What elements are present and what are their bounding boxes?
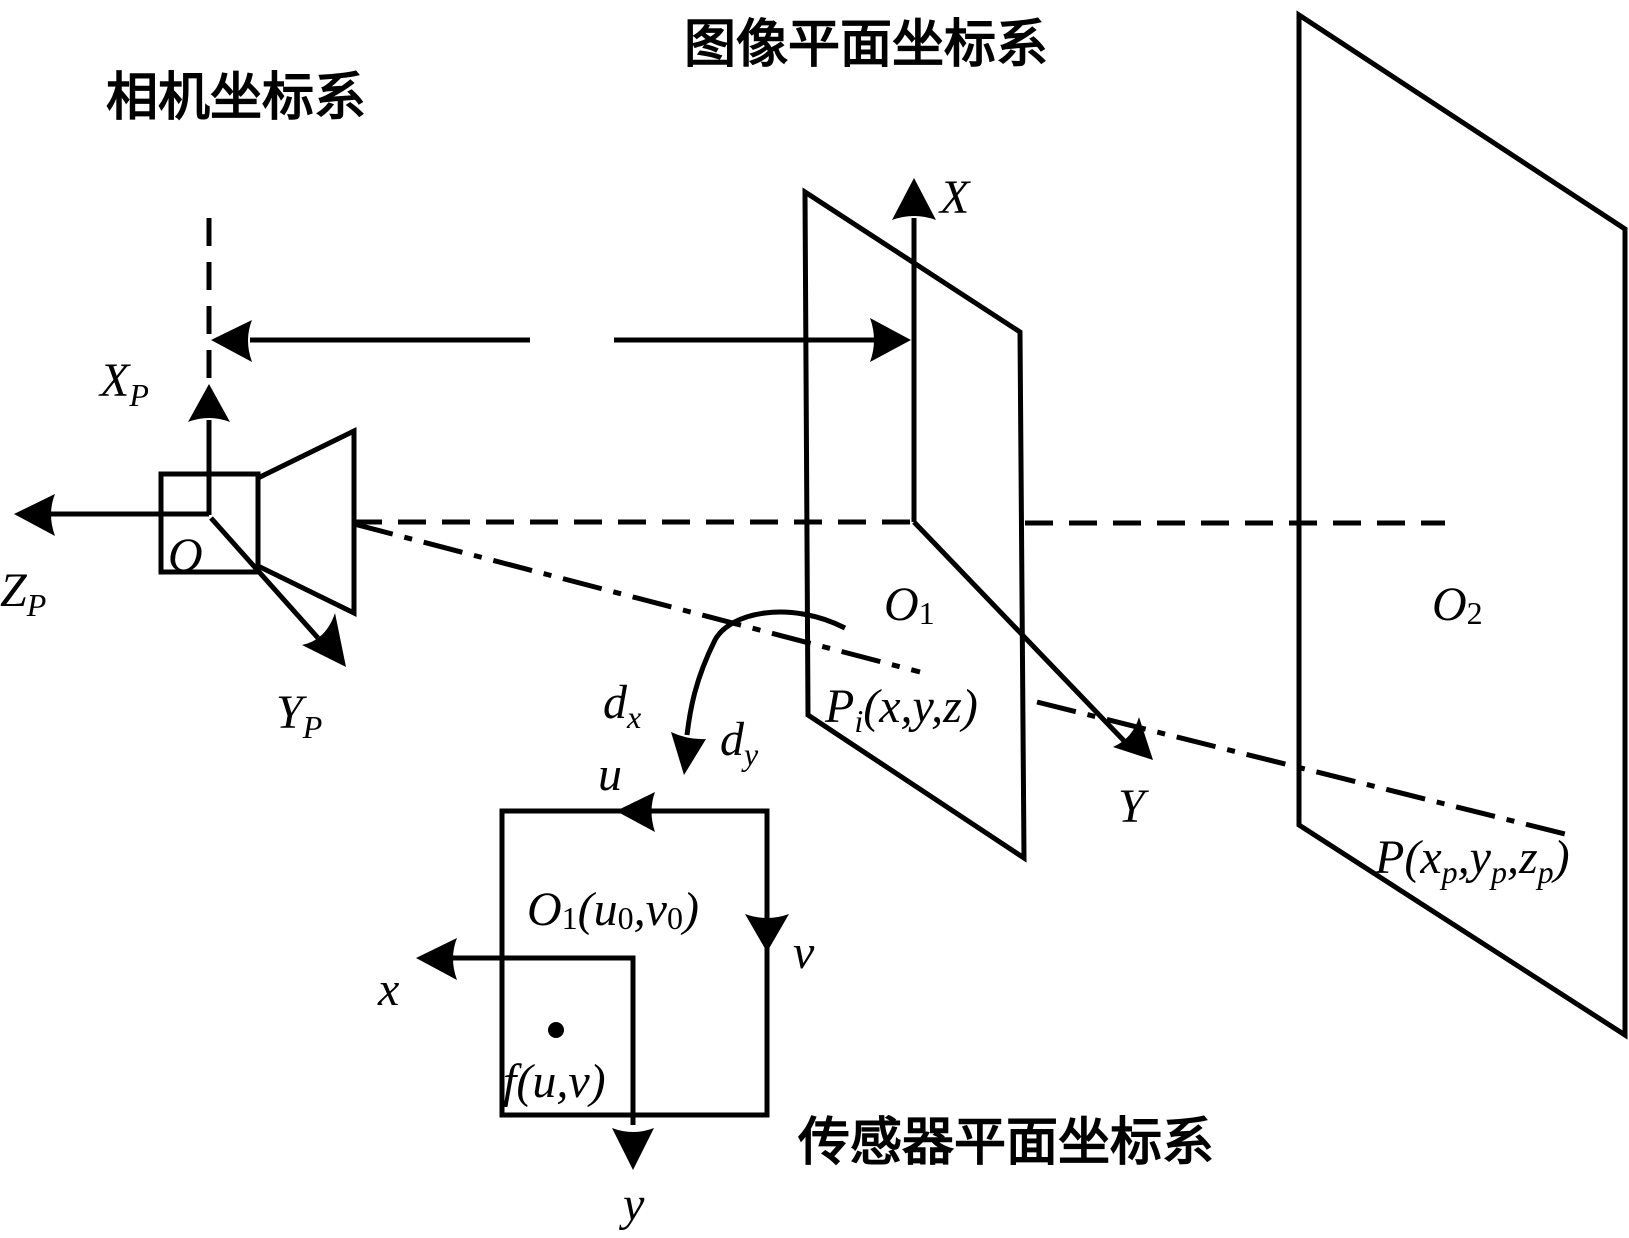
image-plane-origin-label: O1 xyxy=(884,578,935,631)
camera-lens xyxy=(255,426,357,618)
sensor-y-arrowhead-icon xyxy=(612,1128,654,1170)
camera-z-arrowhead-icon xyxy=(14,494,55,536)
camera-origin-label: O xyxy=(168,529,203,582)
sensor-u-axis-label: u xyxy=(598,748,622,801)
camera-icon xyxy=(158,426,357,618)
image-plane-x-axis xyxy=(892,178,936,522)
camera-y-axis xyxy=(209,516,346,667)
sensor-x-arrowhead-icon xyxy=(416,938,457,980)
image-point-label: Pi(x,y,z) xyxy=(824,680,978,739)
camera-x-axis xyxy=(188,384,230,515)
camera-coordinate-system-title: 相机坐标系 xyxy=(106,67,366,128)
projection-ray-segment-1 xyxy=(353,521,921,675)
camera-y-arrowhead-icon xyxy=(302,613,346,667)
dx-label: dx xyxy=(603,676,641,735)
sensor-plane-coordinate-system-title: 传感器平面坐标系 xyxy=(797,1112,1214,1173)
image-plane-x-arrowhead-icon xyxy=(892,178,936,220)
camera-y-axis-label: YP xyxy=(276,686,322,745)
pixel-scale-transform-arrow xyxy=(671,609,847,775)
sensor-v-axis-label: v xyxy=(793,926,815,979)
focal-left-arrowhead-icon xyxy=(211,320,252,362)
transform-arrowhead-icon xyxy=(671,732,706,775)
camera-x-arrowhead-icon xyxy=(188,384,230,422)
object-plane-origin-label: O2 xyxy=(1432,578,1483,631)
object-point-label: P(xp,yp,zp) xyxy=(1374,831,1570,890)
image-plane-y-axis-label: Y xyxy=(1118,780,1149,833)
sensor-x-axis-label: x xyxy=(377,963,399,1016)
pixel-point-marker xyxy=(548,1022,564,1038)
dy-label: dy xyxy=(720,713,759,772)
image-plane-x-axis-label: X xyxy=(938,171,971,224)
image-plane-y-axis xyxy=(912,520,1153,760)
sensor-principal-point-label: O1(u0,v0) xyxy=(527,883,699,936)
pixel-value-label: f(u,v) xyxy=(503,1055,606,1108)
sensor-v-arrowhead-icon xyxy=(745,914,789,952)
image-plane-y-arrowhead-icon xyxy=(1113,717,1153,760)
camera-z-axis-label: ZP xyxy=(0,564,46,623)
sensor-y-axis-label: y xyxy=(618,1178,645,1231)
projection-ray-segment-2 xyxy=(1036,699,1566,837)
focal-right-arrowhead-icon xyxy=(870,318,911,362)
sensor-x-axis xyxy=(416,938,654,1170)
sensor-u-arrowhead-icon xyxy=(616,792,655,832)
focal-distance-indicator xyxy=(211,318,911,362)
object-plane xyxy=(1296,10,1628,1040)
camera-x-axis-label: XP xyxy=(98,354,149,413)
image-plane-coordinate-system-title: 图像平面坐标系 xyxy=(684,14,1048,75)
camera-z-axis xyxy=(14,494,209,536)
image-plane xyxy=(802,187,1027,863)
